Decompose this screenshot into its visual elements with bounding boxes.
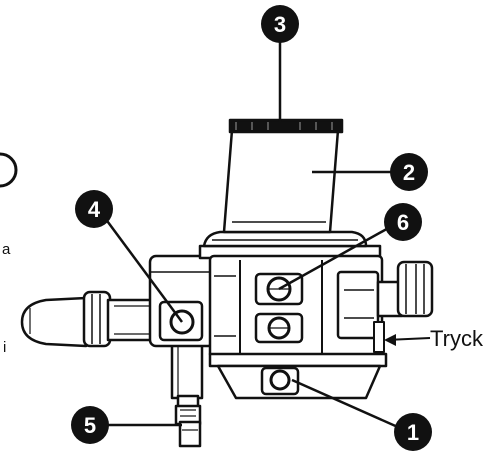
callout-5: 5 <box>71 406 109 444</box>
callout-number-6: 6 <box>397 210 409 235</box>
lower-pipe <box>170 338 204 448</box>
pressure-arrow <box>384 334 431 346</box>
left-outlet-fitting <box>20 290 162 348</box>
main-block <box>198 244 434 360</box>
edge-text-i: i <box>3 339 6 356</box>
callout-number-1: 1 <box>407 420 419 445</box>
callout-6: 6 <box>384 203 422 241</box>
callout-4: 4 <box>75 190 113 228</box>
leader-line-4 <box>100 213 184 323</box>
callout-1: 1 <box>394 413 432 451</box>
callout-number-3: 3 <box>274 12 286 37</box>
edge-text-a: a <box>2 241 11 258</box>
callout-number-5: 5 <box>84 413 96 438</box>
regulator-drawing <box>20 118 434 448</box>
callout-number-4: 4 <box>88 197 101 222</box>
spring-dome <box>222 128 340 234</box>
callout-number-2: 2 <box>403 160 415 185</box>
tryck-label: Tryck <box>430 326 484 351</box>
side-body <box>148 254 216 348</box>
leader-line-6 <box>278 224 393 291</box>
edge-partial-circle <box>0 152 18 188</box>
dome-flange <box>202 230 368 248</box>
leader-lines <box>100 42 401 430</box>
bottom-cap <box>208 352 388 400</box>
leader-line-1 <box>291 378 401 430</box>
top-adjuster <box>228 118 344 134</box>
callout-2: 2 <box>390 153 428 191</box>
callout-3: 3 <box>261 5 299 43</box>
